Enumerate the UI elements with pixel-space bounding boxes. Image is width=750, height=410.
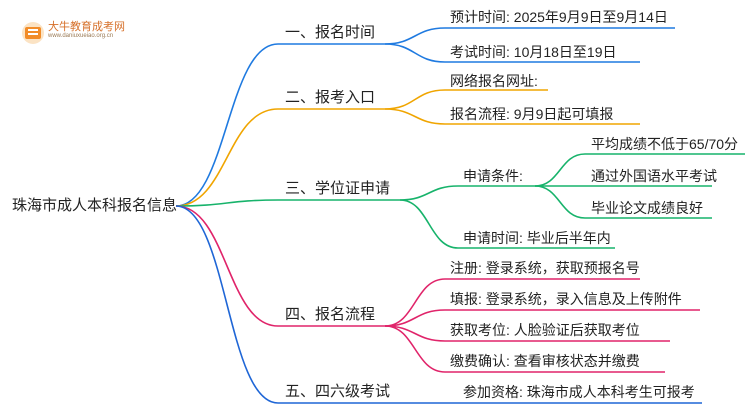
branch-2-link-1 — [384, 89, 446, 110]
branch-3-sub-1: 平均成绩不低于65/70分 — [591, 136, 739, 152]
logo-name: 大牛教育成考网 — [48, 21, 125, 33]
branch-1-label: 一、报名时间 — [285, 24, 376, 41]
branch-3-sub-3: 毕业论文成绩良好 — [591, 200, 703, 216]
branch-3-sublink-1 — [534, 153, 586, 187]
branch-4-label: 四、报名流程 — [285, 306, 376, 323]
branch-1-link-2 — [384, 43, 446, 63]
branch-3-label: 三、学位证申请 — [285, 180, 391, 197]
branch-4-link-4 — [384, 325, 446, 373]
branch-4-item-3: 获取考位: 人脸验证后获取考位 — [450, 322, 640, 338]
branch-3-item-1: 申请条件: — [463, 168, 523, 184]
branch-2-item-2: 报名流程: 9月9日起可填报 — [450, 106, 614, 122]
branch-3-item-2: 申请时间: 毕业后半年内 — [463, 230, 611, 246]
branch-3-sublink-3 — [534, 185, 586, 219]
root-to-branch-5 — [175, 205, 279, 404]
root-topic: 珠海市成人本科报名信息 — [12, 197, 178, 214]
branch-3-link-1 — [399, 185, 459, 201]
logo-book-icon — [22, 22, 44, 44]
logo-url: www.daniuxueiao.org.cn — [48, 33, 114, 39]
branch-1-link-1 — [384, 27, 446, 45]
branch-1-item-1: 预计时间: 2025年9月9日至9月14日 — [450, 9, 668, 25]
branch-2-label: 二、报考入口 — [285, 89, 376, 106]
branch-3-link-2 — [399, 199, 459, 249]
branch-1-item-2: 考试时间: 10月18日至19日 — [450, 44, 617, 60]
branch-4-link-1 — [384, 278, 446, 327]
branch-4-item-1: 注册: 登录系统，获取预报名号 — [450, 260, 640, 276]
branch-2-item-1: 网络报名网址: — [450, 73, 538, 89]
branch-3-sub-2: 通过外国语水平考试 — [591, 168, 717, 184]
root-to-branch-3 — [175, 199, 279, 207]
root-to-branch-1 — [175, 43, 279, 207]
root-to-branch-2 — [175, 108, 279, 207]
root-to-branch-4 — [175, 205, 279, 327]
branch-4-item-4: 缴费确认: 查看审核状态并缴费 — [450, 353, 640, 369]
branch-2-link-2 — [384, 108, 446, 125]
branch-5-item-1: 参加资格: 珠海市成人本科考生可报考 — [463, 384, 695, 400]
branch-4-link-2 — [384, 309, 446, 327]
branch-4-item-2: 填报: 登录系统，录入信息及上传附件 — [450, 291, 682, 307]
branch-5-label: 五、四六级考试 — [285, 383, 391, 400]
